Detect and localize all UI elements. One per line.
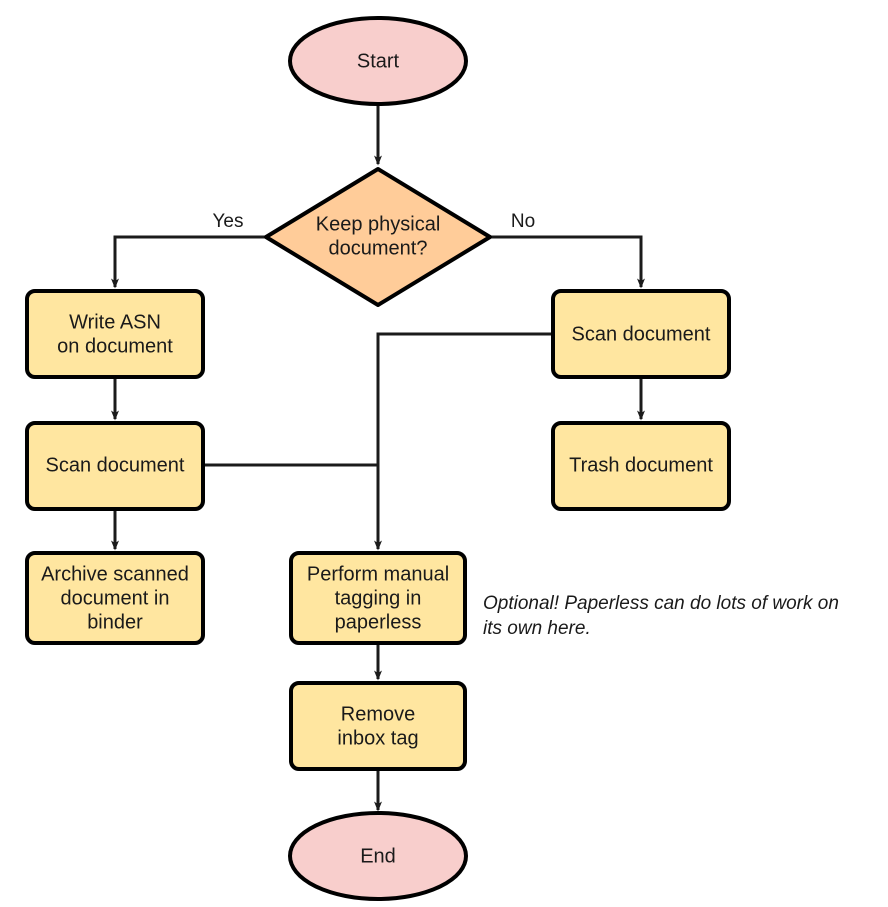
node-decision-keep-physical-document[interactable]: Keep physical document?: [264, 167, 492, 307]
archive-box[interactable]: [25, 551, 205, 645]
node-scan-document-left[interactable]: Scan document: [25, 421, 205, 511]
decision-label-line2: document?: [329, 237, 428, 259]
write-asn-label-line2: on document: [57, 335, 173, 357]
write-asn-label-line1: Write ASN: [69, 311, 161, 333]
optional-note-line2: its own here.: [483, 618, 591, 639]
edges-layer: [111, 103, 645, 812]
end-ellipse[interactable]: [288, 811, 468, 901]
tagging-label-line1: Perform manual: [307, 563, 449, 585]
scan-document-left-label: Scan document: [46, 454, 185, 476]
archive-label-line3: binder: [87, 611, 143, 633]
annotation-optional-note: Optional! Paperless can do lots of work …: [483, 593, 839, 639]
edge-decision-no-to-scan-right: [490, 235, 645, 289]
tagging-label-line3: paperless: [335, 611, 422, 633]
decision-diamond[interactable]: [264, 167, 492, 307]
tagging-label-line2: tagging in: [335, 587, 422, 609]
node-archive-scanned-document[interactable]: Archive scanned document in binder: [25, 551, 205, 645]
edge-label-no: No: [511, 211, 535, 232]
node-scan-document-right[interactable]: Scan document: [551, 289, 731, 379]
edge-decision-yes-to-write-asn: [111, 235, 266, 289]
scan-document-left-box[interactable]: [25, 421, 205, 511]
remove-inbox-tag-label-line2: inbox tag: [337, 727, 418, 749]
scan-document-right-label: Scan document: [572, 323, 711, 345]
write-asn-box[interactable]: [25, 289, 205, 379]
end-label: End: [360, 845, 396, 867]
edge-scan-right-to-tagging: [374, 332, 552, 551]
node-remove-inbox-tag[interactable]: Remove inbox tag: [289, 681, 467, 771]
optional-note-line1: Optional! Paperless can do lots of work …: [483, 593, 839, 614]
node-write-asn-on-document[interactable]: Write ASN on document: [25, 289, 205, 379]
trash-document-box[interactable]: [551, 421, 731, 511]
start-label: Start: [357, 50, 400, 72]
archive-label-line1: Archive scanned: [41, 563, 189, 585]
edge-labels-layer: Yes No: [213, 211, 536, 232]
node-end[interactable]: End: [288, 811, 468, 901]
archive-label-line2: document in: [61, 587, 170, 609]
node-trash-document[interactable]: Trash document: [551, 421, 731, 511]
decision-label-line1: Keep physical: [316, 213, 441, 235]
trash-document-label: Trash document: [569, 454, 713, 476]
tagging-box[interactable]: [289, 551, 467, 645]
node-perform-manual-tagging[interactable]: Perform manual tagging in paperless: [289, 551, 467, 645]
start-ellipse[interactable]: [288, 16, 468, 106]
edge-label-yes: Yes: [213, 211, 244, 232]
remove-inbox-tag-label-line1: Remove: [341, 703, 415, 725]
scan-document-right-box[interactable]: [551, 289, 731, 379]
node-start[interactable]: Start: [288, 16, 468, 106]
remove-inbox-tag-box[interactable]: [289, 681, 467, 771]
